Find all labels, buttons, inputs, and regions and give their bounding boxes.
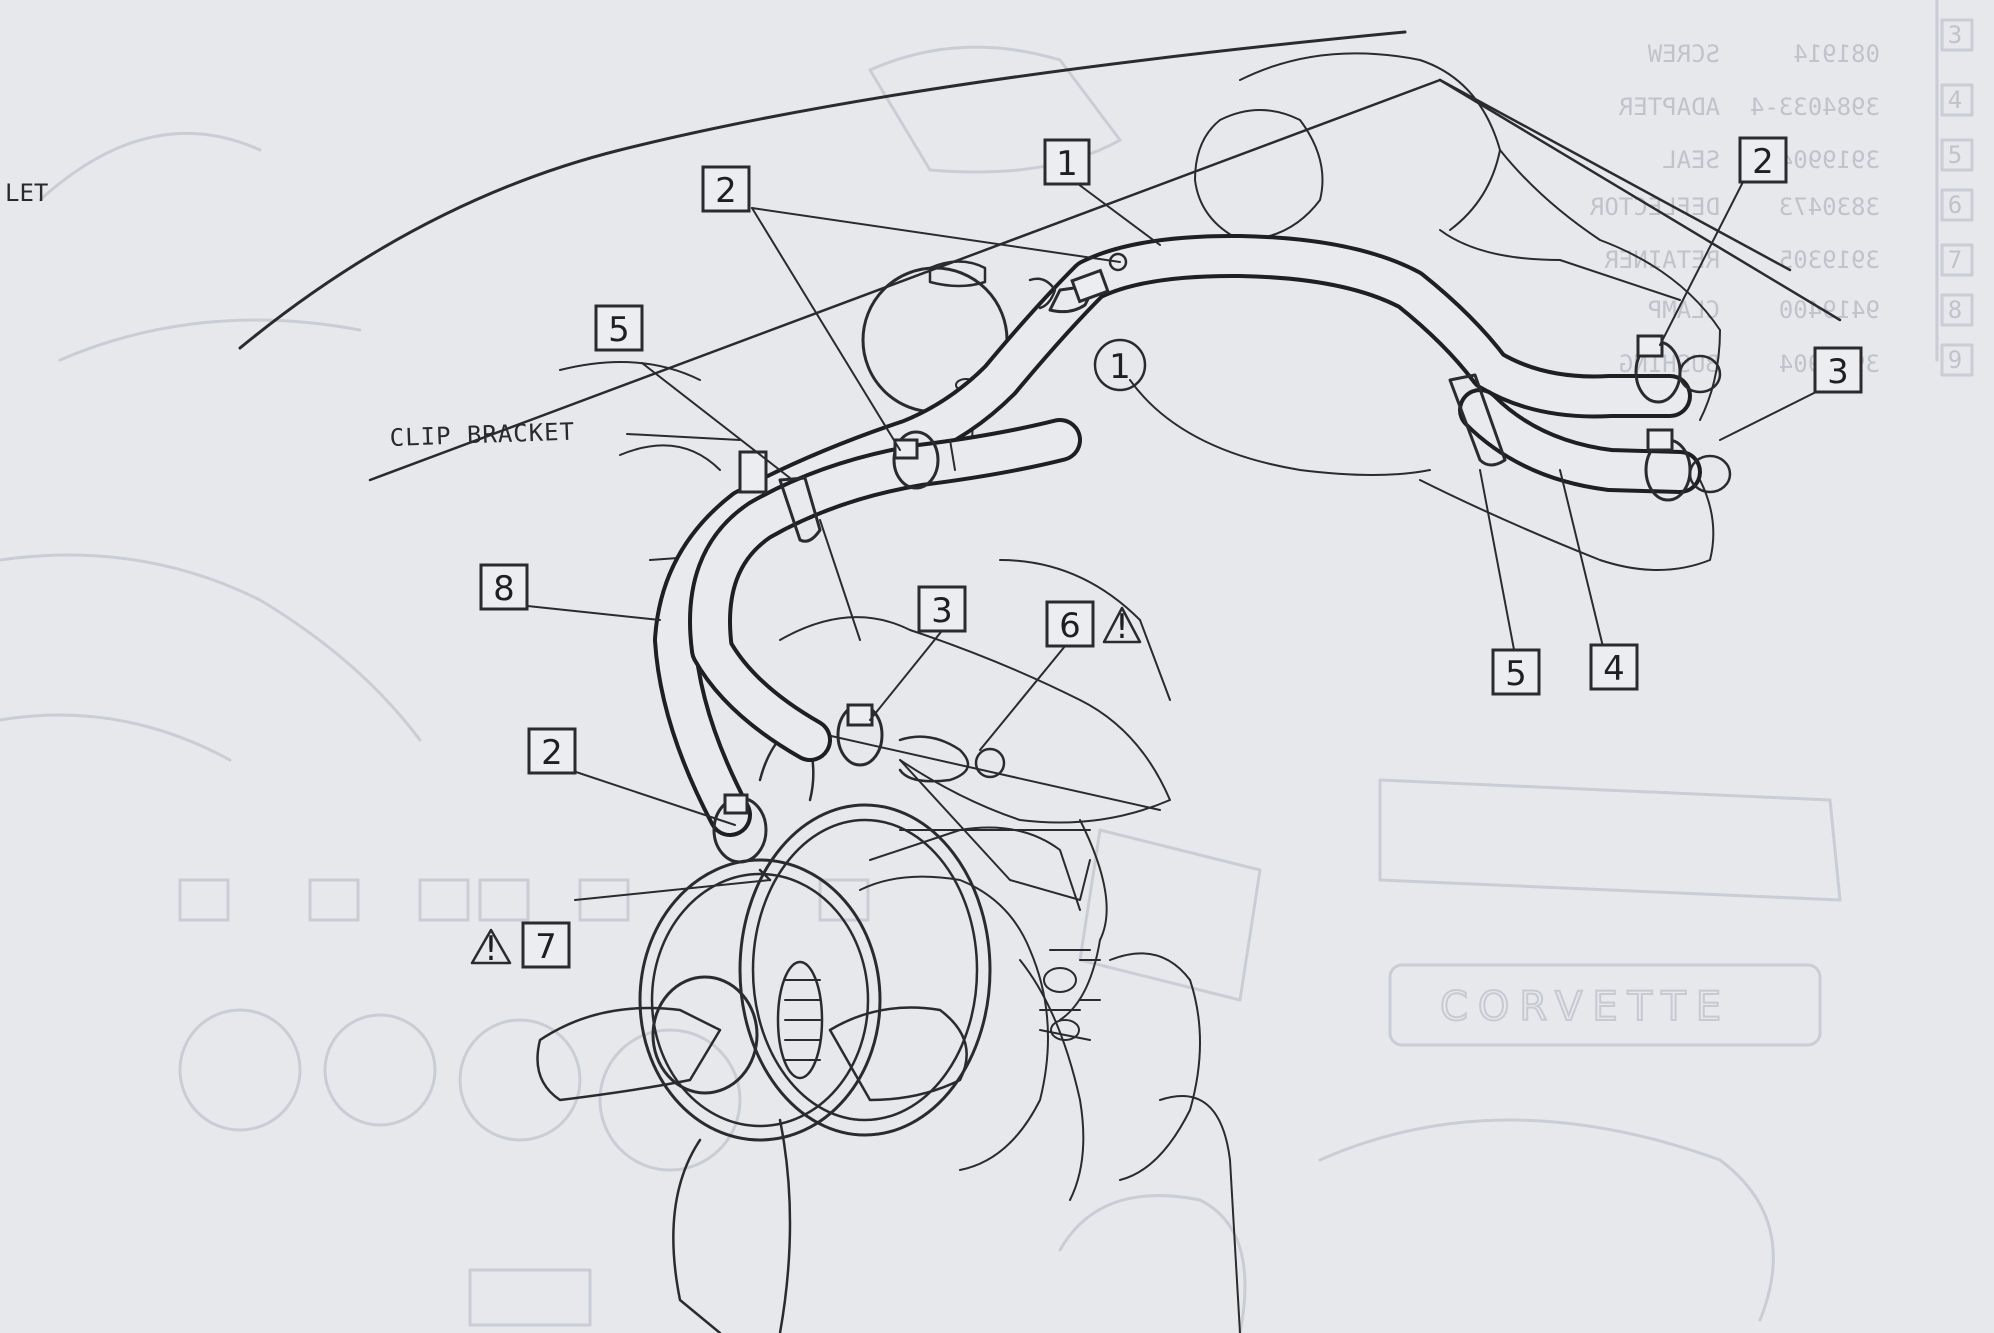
ghost-index: 5 — [1948, 141, 1962, 169]
callout-number: 1 — [1109, 347, 1131, 387]
callout-7: ! 7 — [470, 921, 571, 969]
ghost-part-number: 3984033-4 — [1750, 93, 1880, 121]
hose-strap — [1448, 373, 1507, 467]
fan-and-pulley — [536, 718, 992, 1333]
heater-hoses — [653, 233, 1702, 837]
callout-number: 3 — [1827, 352, 1849, 392]
clip-bracket-strap — [738, 450, 822, 543]
hose-clamp — [1644, 428, 1732, 502]
callout-4: 4 — [1589, 643, 1639, 691]
callout-leader-lines — [517, 177, 1831, 901]
ghost-part-number: 3830473 — [1779, 193, 1880, 221]
callout-3-right: 3 — [1813, 346, 1863, 394]
ghost-logo: CORVETTE — [1440, 984, 1731, 1030]
ghost-index: 6 — [1948, 191, 1962, 219]
ghost-part-number: 081914 — [1793, 40, 1880, 68]
hose-clamp — [892, 430, 956, 490]
callout-number: 5 — [608, 310, 630, 350]
ghost-index: 8 — [1948, 296, 1962, 324]
hose-clamp — [836, 703, 1006, 783]
vehicle-body-outline — [238, 30, 1842, 571]
callout-5-left: 5 — [594, 304, 644, 352]
callout-number: 3 — [931, 591, 953, 631]
callout-number: 1 — [1056, 144, 1078, 184]
ghost-part-number: 9419400 — [1779, 296, 1880, 324]
ghost-index: 4 — [1948, 86, 1962, 114]
engine-block-outline — [559, 361, 1241, 1333]
hose-clamp — [1634, 334, 1722, 404]
callout-number: 2 — [1752, 142, 1774, 182]
callout-2-bottom: 2 — [527, 727, 577, 775]
warning-icon: ! — [1115, 607, 1129, 647]
callout-number: 2 — [715, 171, 737, 211]
hose-clamps — [712, 252, 1732, 882]
warning-icon: ! — [484, 929, 498, 969]
callout-1-circle: 1 — [1093, 338, 1147, 392]
callout-2-top: 2 — [701, 165, 751, 213]
ghost-part-number: 3919904 — [1779, 146, 1880, 174]
hose-clamp — [712, 793, 772, 882]
callout-number: 8 — [493, 569, 515, 609]
ghost-index: 7 — [1948, 246, 1962, 274]
ghost-part-name: BUSHING — [1619, 350, 1720, 378]
ghost-part-number: 3919305 — [1779, 246, 1880, 274]
clip-bracket-label: CLIP BRACKET — [389, 418, 575, 452]
callout-number: 6 — [1059, 606, 1081, 646]
margin-fragment-text: LET — [5, 179, 48, 207]
ghost-part-name: SCREW — [1647, 40, 1720, 68]
callout-number: 5 — [1505, 654, 1527, 694]
ghost-part-name: ADAPTER — [1618, 93, 1720, 121]
callout-number: 4 — [1603, 649, 1625, 689]
callout-number: 2 — [541, 733, 563, 773]
hose-clamp — [1028, 252, 1128, 314]
callout-6: 6 ! — [1045, 600, 1142, 648]
callout-5-right: 5 — [1491, 648, 1541, 696]
callout-number: 7 — [535, 927, 557, 967]
callout-8: 8 — [479, 563, 529, 611]
ghost-part-name: SEAL — [1662, 146, 1720, 174]
ghost-part-name: CLAMP — [1648, 296, 1720, 324]
ghost-part-list: 081914 3984033-4 3919904 3830473 3919305… — [1589, 40, 1880, 378]
callout-3-center: 3 — [917, 585, 967, 633]
ghost-index: 3 — [1948, 21, 1962, 49]
ghost-index: 9 — [1948, 346, 1962, 374]
callout-1: 1 — [1043, 138, 1091, 186]
callout-2-right: 2 — [1738, 136, 1788, 184]
